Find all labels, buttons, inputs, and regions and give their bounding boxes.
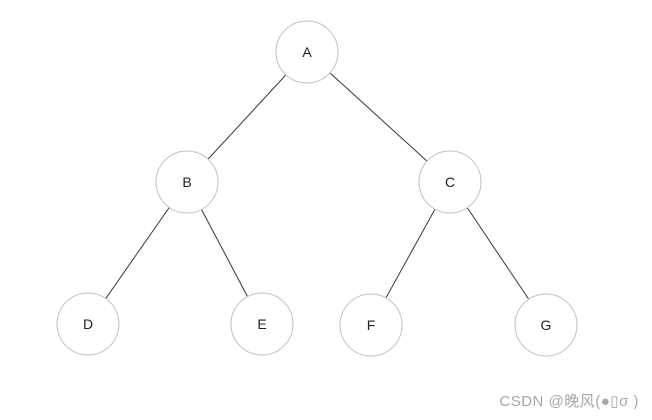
tree-node-f: F bbox=[339, 293, 403, 357]
tree-node-a: A bbox=[275, 20, 339, 84]
node-label-a: A bbox=[302, 44, 312, 60]
tree-node-b: B bbox=[155, 150, 219, 214]
tree-node-g: G bbox=[514, 293, 578, 357]
node-circle-b bbox=[155, 150, 219, 214]
node-circle-c bbox=[418, 150, 482, 214]
node-circle-f bbox=[339, 293, 403, 357]
tree-node-e: E bbox=[230, 292, 294, 356]
tree-nodes: A B C D E F G bbox=[56, 20, 578, 357]
node-label-e: E bbox=[257, 316, 266, 332]
node-circle-a bbox=[275, 20, 339, 84]
node-circle-g bbox=[514, 293, 578, 357]
edge-a-c bbox=[306, 51, 451, 183]
tree-node-c: C bbox=[418, 150, 482, 214]
node-label-c: C bbox=[445, 174, 455, 190]
node-circle-d bbox=[56, 292, 120, 356]
watermark: CSDN @晚风(●▯σ ) bbox=[499, 393, 639, 410]
node-label-d: D bbox=[83, 316, 93, 332]
node-circle-e bbox=[230, 292, 294, 356]
node-label-g: G bbox=[541, 317, 552, 333]
node-label-b: B bbox=[182, 174, 191, 190]
tree-node-d: D bbox=[56, 292, 120, 356]
node-label-f: F bbox=[367, 317, 376, 333]
